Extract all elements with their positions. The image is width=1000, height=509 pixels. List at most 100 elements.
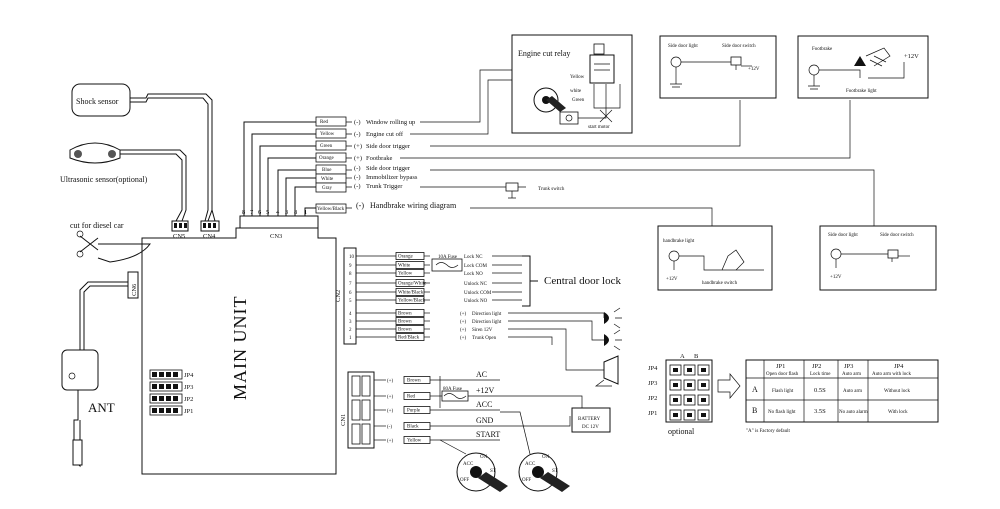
- cn3-wire-8-function: Handbrake wiring diagram: [370, 201, 457, 210]
- cn2-wire-color: Orange: [398, 255, 413, 260]
- cn6-label: CN6: [131, 283, 138, 296]
- ultrasonic-sensor: Ultrasonic sensor(optional): [60, 142, 187, 222]
- table-a-jp4: Without lock: [884, 389, 911, 394]
- cn2-wire-function: Direction light: [472, 320, 502, 325]
- cn2-wire-sign: (+): [460, 320, 466, 325]
- cn2-wire-color: Yellow/Black: [398, 299, 426, 304]
- cn3-pin-8: 1: [304, 209, 307, 216]
- relay-yellow: Yellow: [570, 75, 585, 80]
- cn3-wire-7: Gray (-) Trunk Trigger Trunk switch: [294, 182, 565, 216]
- cn3-wire-1-function: Window rolling up: [366, 119, 415, 126]
- battery-line-1: BATTERY: [578, 417, 601, 422]
- optional-jp2: JP2: [648, 395, 657, 402]
- handbrake-switch-label: handbrake switch: [702, 281, 738, 286]
- shock-sensor-label: Shock sensor: [76, 97, 119, 106]
- sds-top-switch: Side door switch: [722, 44, 756, 49]
- main-fuse: 80A Fuse: [441, 387, 469, 402]
- handbrake-v12: +12V: [666, 277, 678, 282]
- cn6-connector: CN6: [127, 271, 139, 299]
- cn3-label: CN3: [270, 233, 282, 240]
- main-unit: MAIN UNIT: [141, 227, 337, 475]
- cn2-label: CN2: [335, 290, 342, 302]
- ignition-switch-2: ON ACC ST OFF: [500, 411, 570, 492]
- cn2-wire-color: White: [398, 264, 411, 269]
- jumper-blocks: JP4 JP3 JP2 JP1: [149, 369, 194, 416]
- cn3-wire-5-color: Blue: [322, 168, 332, 173]
- relay-white: white: [570, 89, 582, 94]
- ultrasonic-label: Ultrasonic sensor(optional): [60, 175, 148, 184]
- optional-label: optional: [668, 427, 695, 436]
- table-hs-jp2: Lock time: [810, 372, 831, 377]
- ign1-on: ON: [480, 455, 488, 460]
- cn2-wire-color: Yellow: [398, 272, 413, 277]
- ign1-off: OFF: [460, 478, 469, 483]
- cn3-wire-2-color: Yellow: [320, 132, 335, 137]
- cn1-wire-function: GND: [476, 416, 494, 425]
- cn1-wire-sign: (+): [387, 379, 393, 384]
- cn3-wire-7-sign: (-): [354, 183, 361, 190]
- footbrake-box: Footbrake Footbrake light +12V: [797, 35, 929, 99]
- cn2-wire-sign: (+): [460, 328, 466, 333]
- jp1-label: JP1: [184, 408, 193, 415]
- cn1-wire-sign: (+): [387, 439, 393, 444]
- cn1-wire-sign: (+): [387, 409, 393, 414]
- cn1-wire-color: Black: [407, 425, 419, 430]
- cn3-wire-6-color: White: [321, 177, 334, 182]
- central-door-lock-label: Central door lock: [544, 275, 621, 287]
- ign2-acc: ACC: [525, 462, 536, 467]
- ignition-switch-1: ON ACC ST OFF: [439, 376, 508, 492]
- cn2-wire-color: Brown: [398, 312, 412, 317]
- table-hs-jp4: Auto arm with lock: [872, 372, 912, 377]
- sds-bottom-switch: Side door switch: [880, 233, 914, 238]
- footbrake-title: Footbrake: [812, 47, 833, 52]
- cn2-wire-function: Lock NC: [464, 255, 483, 260]
- relay-start-motor: start motor: [588, 125, 610, 130]
- cn5-connector: CN5: [171, 220, 189, 240]
- cn2-wire-color: Orange/White: [398, 282, 427, 287]
- cn2-wire-sign: (+): [460, 312, 466, 317]
- antenna: ANT: [61, 281, 128, 468]
- cn3-wire-4-function: Footbrake: [366, 155, 392, 162]
- cn2-pin: 2: [349, 328, 352, 333]
- cn3-wire-4-sign: (+): [354, 155, 362, 162]
- cn3-pin-7: 8: [294, 209, 297, 216]
- cn2-wire-sign: (+): [460, 336, 466, 341]
- cn2-wire-color: White/Black: [398, 291, 424, 296]
- handbrake-light-label: handbrake light: [663, 239, 695, 244]
- cn2-pin: 9: [349, 264, 352, 269]
- main-fuse-label: 80A Fuse: [443, 387, 463, 392]
- cn1-wire-sign: (+): [387, 395, 393, 400]
- siren-icon: [526, 328, 619, 387]
- table-b-jp2: 3.5S: [814, 408, 826, 415]
- table-a-jp1: Flash light: [772, 389, 794, 394]
- jp4-label: JP4: [184, 372, 194, 379]
- cn3-wire-8-sign: (-): [356, 201, 364, 210]
- cn2-pin: 6: [349, 291, 352, 296]
- arrow-icon: [717, 373, 741, 399]
- cn1-wire-color: Purple: [407, 409, 421, 414]
- cn2-wire-function: Direction light: [472, 312, 502, 317]
- cn1-wire-function: ACC: [476, 400, 492, 409]
- sds-bottom-v12: +12V: [830, 275, 842, 280]
- cn2-wire-function: Unlock NO: [464, 299, 488, 304]
- optional-a: A: [680, 353, 685, 360]
- cn2-wire-function: Trunk Open: [472, 336, 497, 341]
- main-unit-label: MAIN UNIT: [230, 296, 250, 400]
- optional-jp-block: A B JP4 JP3 JP2 JP1 optional: [648, 353, 741, 436]
- ign2-off: OFF: [522, 478, 531, 483]
- table-a-jp2: 0.5S: [814, 387, 826, 394]
- cn3-wire-1-sign: (-): [354, 119, 361, 126]
- side-door-switch-top: Side door light Side door switch +12V: [659, 35, 777, 99]
- table-a-jp3: Auto arm: [843, 389, 862, 394]
- table-h-jp4: JP4: [894, 363, 904, 370]
- cn3-wire-1-color: Red: [320, 120, 329, 125]
- cn1-wire-color: Yellow: [407, 439, 422, 444]
- shock-sensor: Shock sensor: [71, 83, 216, 222]
- jumper-jp3: JP3: [149, 381, 193, 392]
- direction-light-icon-1: [526, 307, 622, 329]
- table-b-jp3: No auto alarm: [839, 410, 868, 415]
- cn2-pin: 10: [349, 255, 355, 260]
- cn1-wire-color: Red: [407, 395, 416, 400]
- cn3-wire-4-color: Orange: [319, 156, 334, 161]
- table-b-jp4: With lock: [888, 410, 908, 415]
